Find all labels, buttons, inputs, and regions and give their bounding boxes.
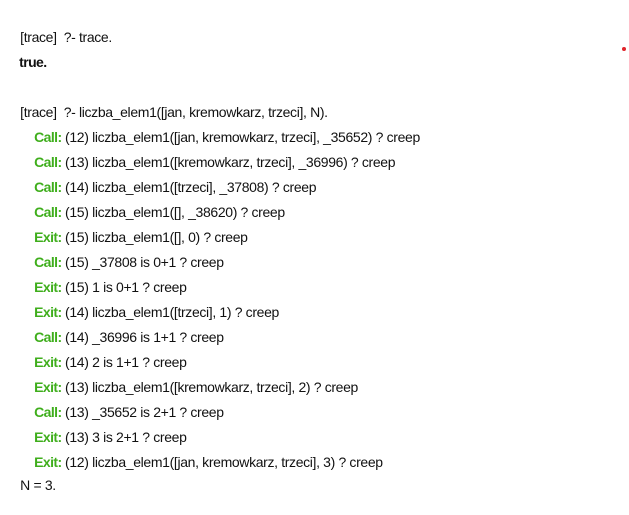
trace-line: Exit: (15) liczba_elem1([], 0) ? creep [20, 207, 248, 245]
trace-port-label: Call: [34, 129, 62, 145]
line-text: N = 3. [20, 477, 56, 493]
trace-line: Exit: (15) 1 is 0+1 ? creep [20, 257, 187, 295]
trace-line: Call: (14) _36996 is 1+1 ? creep [20, 307, 224, 345]
line-text: [trace] ?- trace. [20, 29, 112, 45]
trace-port-label: Exit: [34, 279, 62, 295]
trace-goal: (13) liczba_elem1([kremowkarz, trzeci], … [61, 154, 396, 170]
trace-goal: (14) liczba_elem1([trzeci], 1) ? creep [61, 304, 279, 320]
trace-goal: (15) 1 is 0+1 ? creep [61, 279, 187, 295]
red-dot-marker [622, 47, 626, 51]
trace-line: Exit: (13) liczba_elem1([kremowkarz, trz… [20, 357, 358, 395]
trace-line: Call: (13) liczba_elem1([kremowkarz, trz… [20, 132, 395, 170]
trace-goal: (15) liczba_elem1([], 0) ? creep [61, 229, 248, 245]
trace-line: Call: (13) _35652 is 2+1 ? creep [20, 382, 224, 420]
trace-port-label: Exit: [34, 454, 62, 470]
trace-goal: (15) liczba_elem1([], _38620) ? creep [61, 204, 285, 220]
trace-port-label: Exit: [34, 379, 62, 395]
trace-port-label: Exit: [34, 229, 62, 245]
trace-goal: (13) 3 is 2+1 ? creep [61, 429, 187, 445]
trace-goal: (14) liczba_elem1([trzeci], _37808) ? cr… [61, 179, 317, 195]
trace-goal: (13) liczba_elem1([kremowkarz, trzeci], … [61, 379, 358, 395]
console-line-answer: N = 3. [6, 455, 56, 493]
trace-port-label: Call: [34, 179, 62, 195]
trace-line: Call: (14) liczba_elem1([trzeci], _37808… [20, 157, 316, 195]
trace-line: Call: (15) liczba_elem1([], _38620) ? cr… [20, 182, 285, 220]
trace-line: Exit: (14) liczba_elem1([trzeci], 1) ? c… [20, 282, 279, 320]
trace-line: Exit: (14) 2 is 1+1 ? creep [20, 332, 187, 370]
line-text: [trace] ?- liczba_elem1([jan, kremowkarz… [20, 104, 328, 120]
trace-port-label: Exit: [34, 304, 62, 320]
trace-port-label: Call: [34, 254, 62, 270]
trace-goal: (15) _37808 is 0+1 ? creep [61, 254, 224, 270]
trace-port-label: Call: [34, 329, 62, 345]
console-line-query-trace: [trace] ?- trace. [6, 7, 112, 45]
trace-goal: (14) 2 is 1+1 ? creep [61, 354, 187, 370]
line-text: true. [19, 54, 47, 70]
console-line-result-true: true. [6, 32, 47, 70]
console-line-query-liczba: [trace] ?- liczba_elem1([jan, kremowkarz… [6, 82, 328, 120]
trace-goal: (12) liczba_elem1([jan, kremowkarz, trze… [61, 454, 383, 470]
trace-port-label: Exit: [34, 429, 62, 445]
trace-line: Exit: (12) liczba_elem1([jan, kremowkarz… [20, 432, 383, 470]
trace-line: Exit: (13) 3 is 2+1 ? creep [20, 407, 187, 445]
prolog-console: [trace] ?- trace. true. [trace] ?- liczb… [6, 7, 626, 493]
trace-line: Call: (15) _37808 is 0+1 ? creep [20, 232, 224, 270]
trace-port-label: Call: [34, 404, 62, 420]
trace-line: Call: (12) liczba_elem1([jan, kremowkarz… [20, 107, 420, 145]
trace-goal: (14) _36996 is 1+1 ? creep [61, 329, 224, 345]
trace-goal: (13) _35652 is 2+1 ? creep [61, 404, 224, 420]
trace-port-label: Call: [34, 204, 62, 220]
trace-port-label: Call: [34, 154, 62, 170]
trace-goal: (12) liczba_elem1([jan, kremowkarz, trze… [61, 129, 420, 145]
trace-port-label: Exit: [34, 354, 62, 370]
